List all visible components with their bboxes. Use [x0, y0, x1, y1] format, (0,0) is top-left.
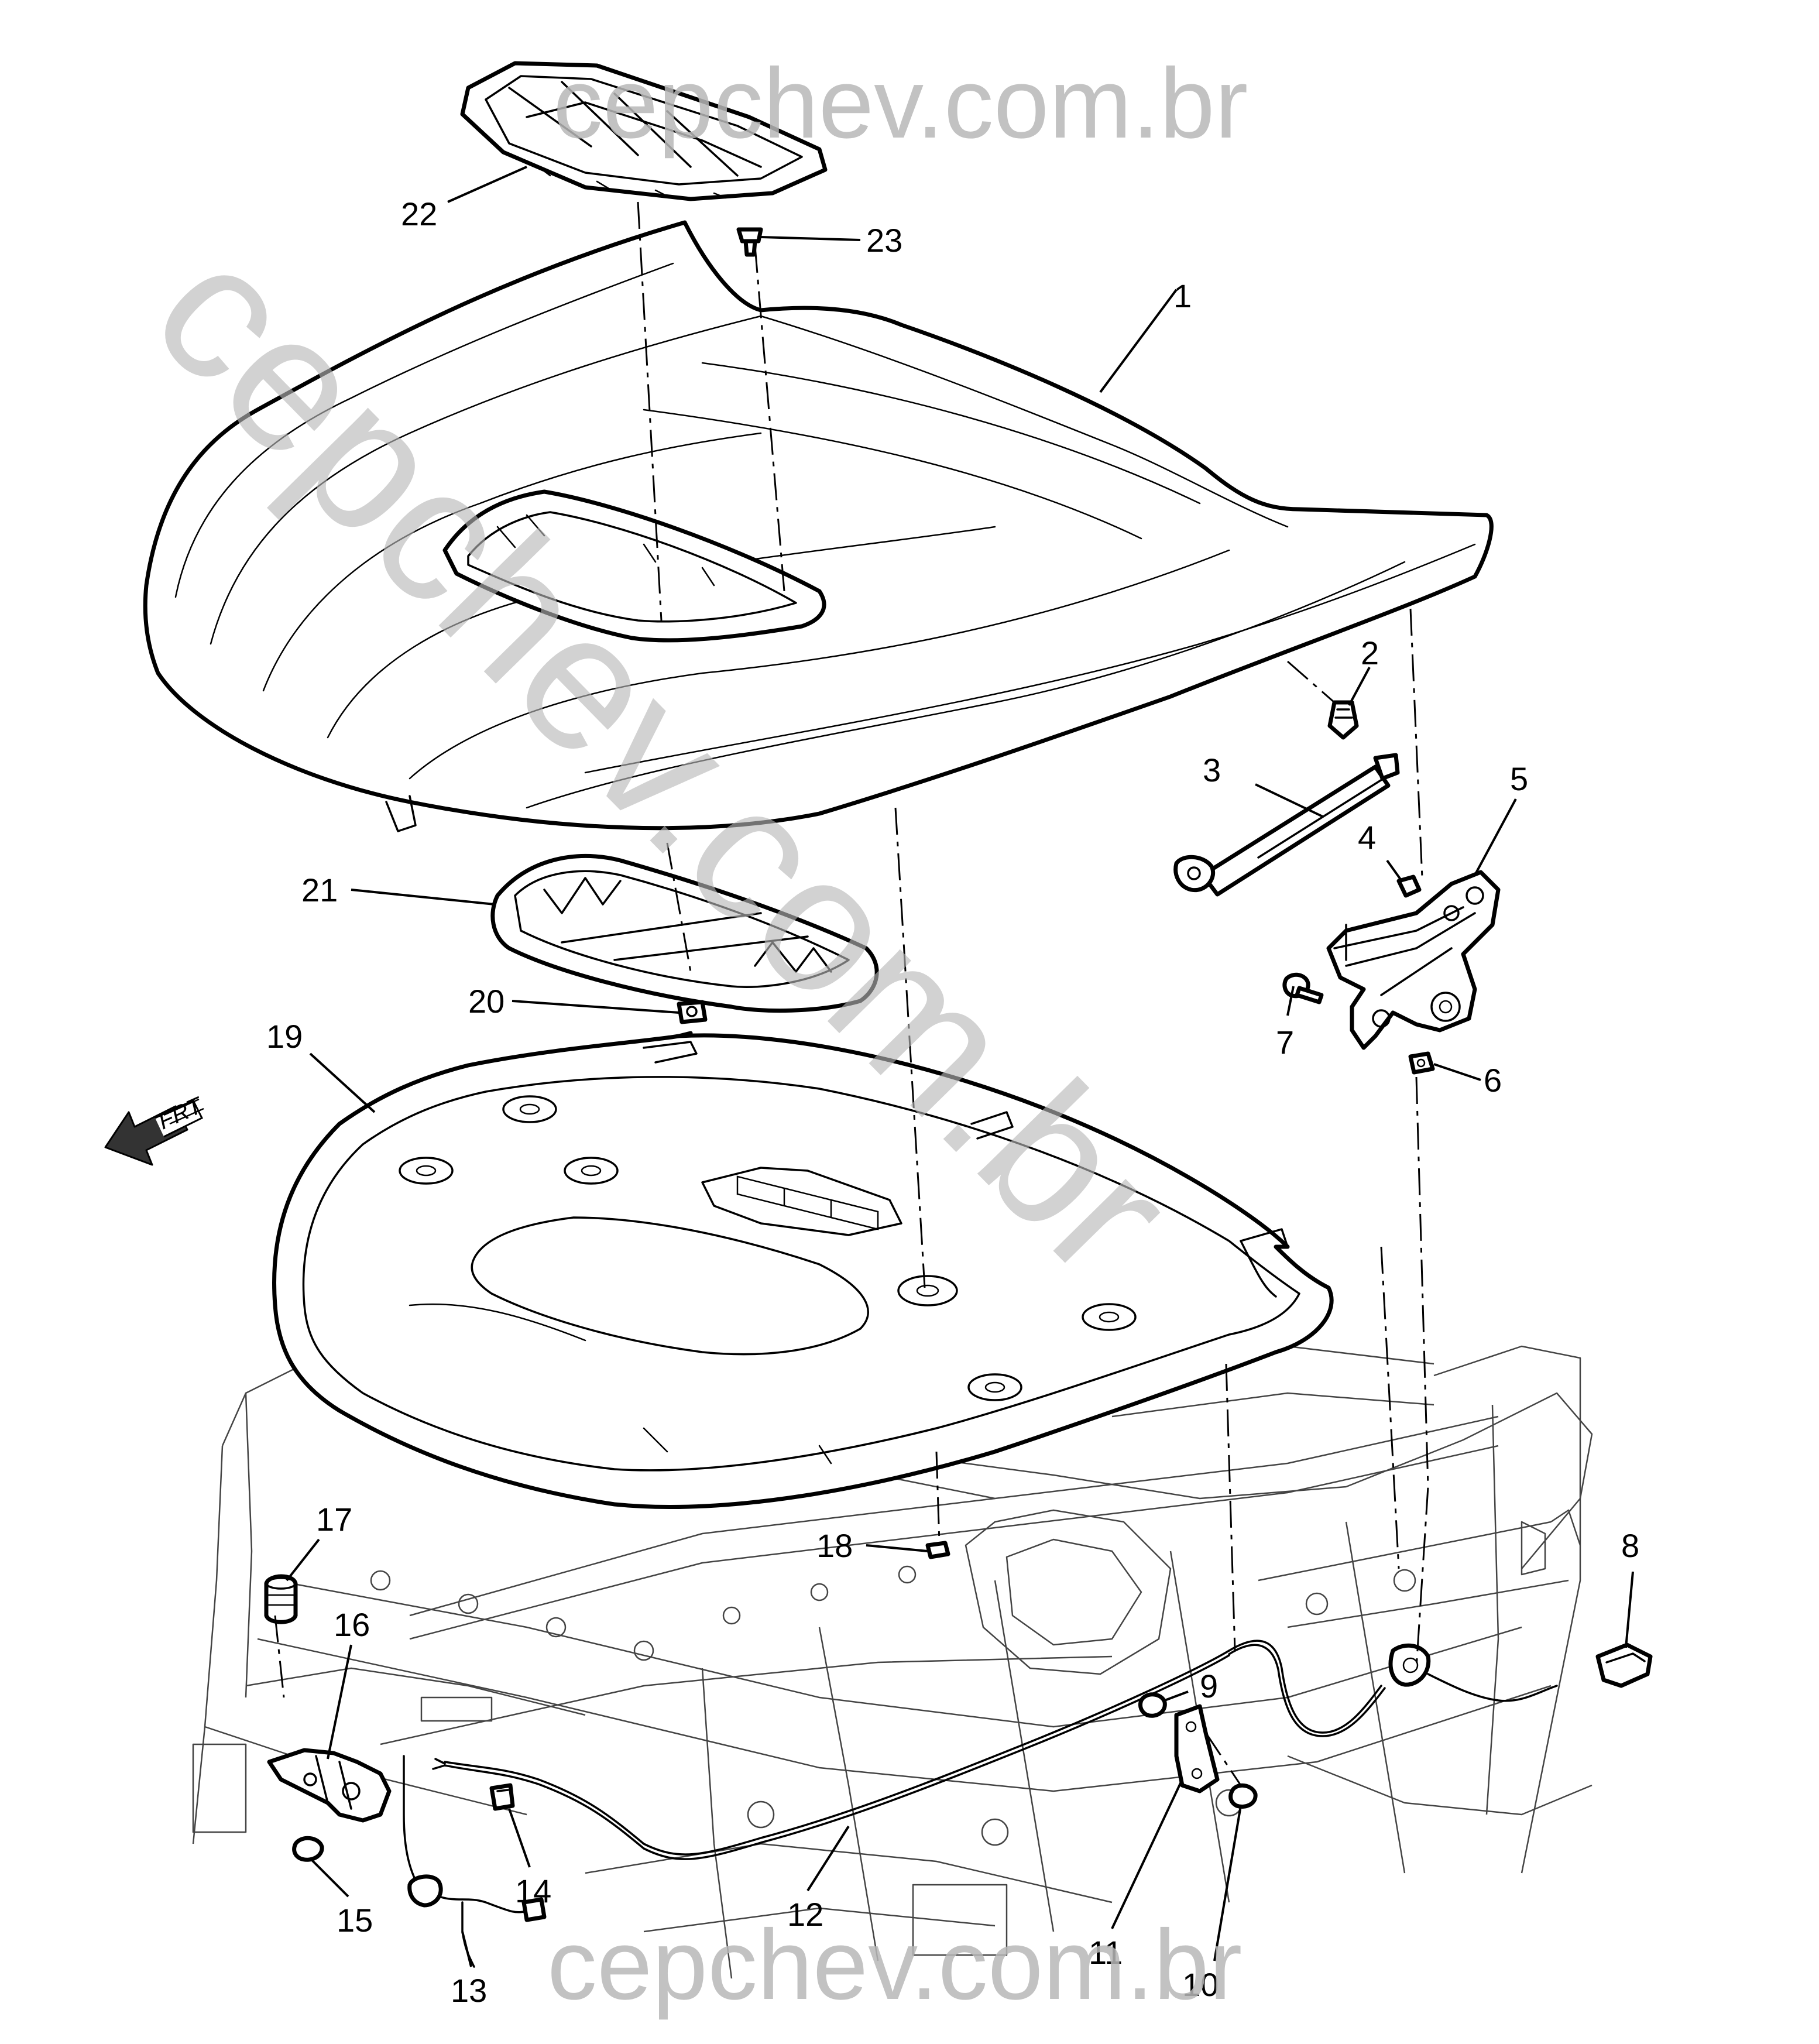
part-4-nut — [1396, 874, 1422, 898]
callout-2: 2 — [1361, 635, 1379, 671]
callout-17: 17 — [316, 1501, 352, 1538]
front-direction-arrow: FRT — [104, 1092, 207, 1166]
part-9-bolt — [1138, 1692, 1167, 1718]
watermark-bottom: cepchev.com.br — [547, 1909, 1242, 2021]
callout-4: 4 — [1358, 819, 1376, 856]
part-20-fastener — [677, 1000, 708, 1024]
callout-18: 18 — [816, 1527, 853, 1564]
callout-16: 16 — [334, 1606, 370, 1643]
part-18-push-pin — [925, 1541, 950, 1559]
part-1-hood-panel — [143, 220, 1494, 832]
callout-labels: 1 2 3 4 5 6 7 8 9 10 11 12 13 14 15 16 1… — [266, 196, 1639, 2009]
part-6-nut — [1408, 1051, 1435, 1075]
part-13-wiring-harness — [403, 1755, 547, 1968]
callout-14: 14 — [515, 1872, 551, 1909]
callout-leaders — [286, 166, 1634, 1967]
part-10-nut — [1228, 1784, 1258, 1809]
callout-21: 21 — [301, 872, 338, 908]
callout-13: 13 — [451, 1972, 487, 2009]
part-22-hood-scoop-upper — [460, 61, 828, 201]
part-5-hood-hinge — [1326, 870, 1501, 1050]
part-23-fastener — [736, 227, 763, 257]
callout-10: 10 — [1182, 1966, 1219, 2003]
part-15-bolt — [292, 1836, 324, 1862]
part-7-bolt — [1282, 972, 1324, 1004]
watermark-top: cepchev.com.br — [553, 48, 1248, 159]
callout-12: 12 — [787, 1896, 823, 1933]
callout-1: 1 — [1173, 277, 1192, 314]
alignment-lines — [274, 201, 1429, 1786]
callout-15: 15 — [337, 1902, 373, 1939]
callout-8: 8 — [1621, 1527, 1639, 1564]
part-11-cable-bracket — [1174, 1704, 1220, 1793]
part-3-gas-strut — [1173, 753, 1400, 897]
callout-9: 9 — [1200, 1668, 1218, 1705]
callout-11: 11 — [1089, 1934, 1123, 1971]
callout-23: 23 — [866, 222, 902, 259]
part-17-hood-bumper — [264, 1574, 298, 1624]
callout-20: 20 — [468, 983, 504, 1020]
part-8-release-handle — [1595, 1642, 1653, 1688]
part-21-scoop-frame-lower — [490, 854, 879, 1013]
part-2-ball-stud — [1327, 700, 1359, 740]
callout-5: 5 — [1510, 760, 1528, 797]
callout-7: 7 — [1276, 1024, 1294, 1061]
part-16-hood-latch — [267, 1748, 392, 1823]
callout-6: 6 — [1484, 1062, 1502, 1099]
callout-3: 3 — [1203, 752, 1221, 788]
part-19-hood-insulator — [272, 1031, 1334, 1509]
part-14-clip — [489, 1783, 515, 1811]
callout-22: 22 — [401, 196, 437, 232]
part-12-release-cable — [432, 1640, 1558, 1860]
callout-19: 19 — [266, 1018, 303, 1055]
